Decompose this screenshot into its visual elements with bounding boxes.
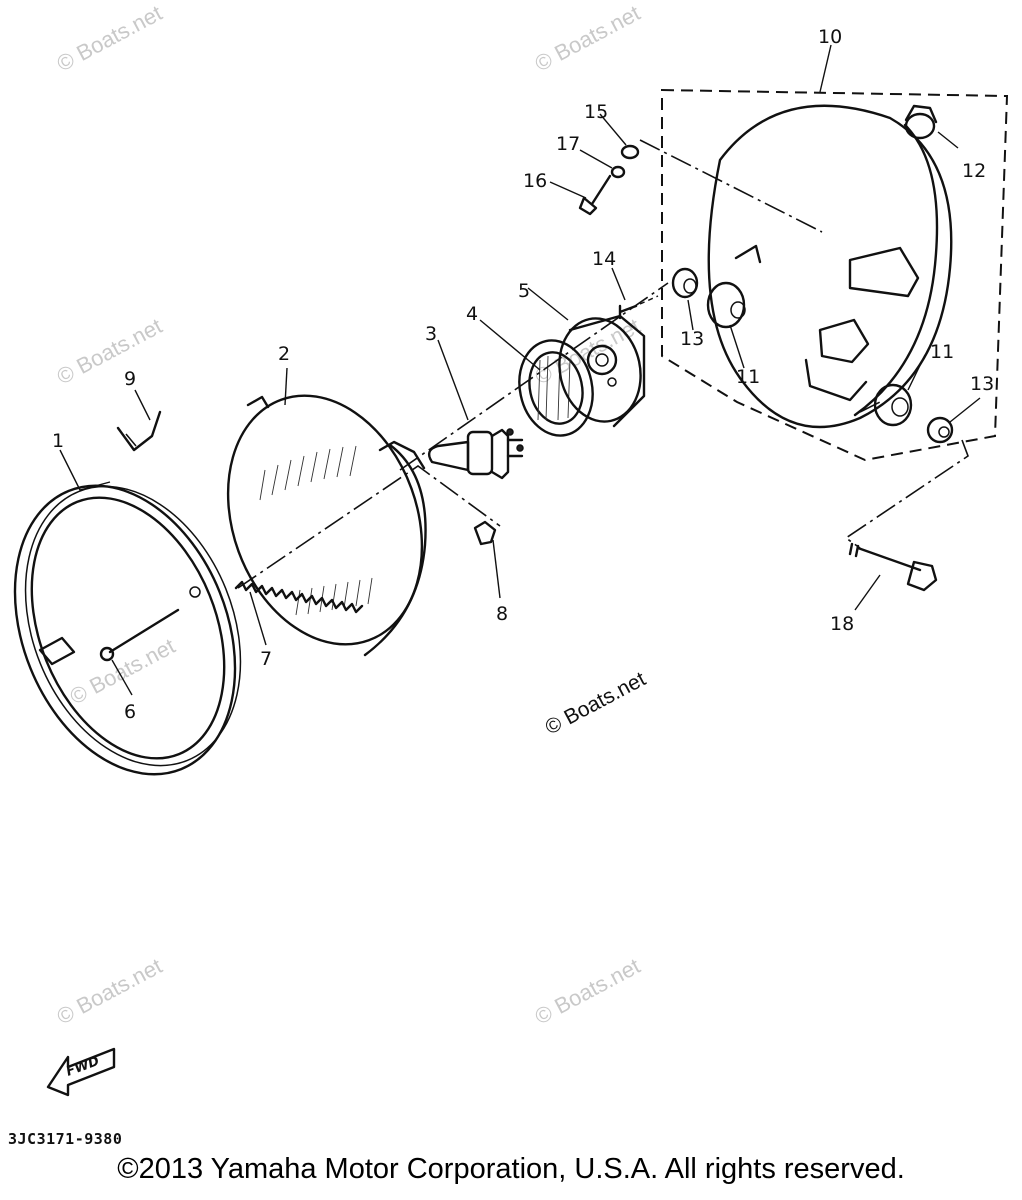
part-8-nut bbox=[473, 520, 497, 546]
part-3-bulb bbox=[427, 428, 524, 480]
callout-12: 12 bbox=[962, 160, 986, 182]
callout-11: 11 bbox=[930, 341, 954, 363]
callout-8: 8 bbox=[496, 603, 508, 625]
callout-6: 6 bbox=[124, 701, 136, 723]
part-17-washer bbox=[610, 165, 626, 179]
part-13-collar bbox=[926, 416, 954, 444]
callout-17: 17 bbox=[556, 133, 580, 155]
copyright-notice: ©2013 Yamaha Motor Corporation, U.S.A. A… bbox=[117, 1153, 905, 1185]
part-14-screw bbox=[618, 295, 659, 320]
callout-14: 14 bbox=[592, 248, 616, 270]
callout-9: 9 bbox=[124, 368, 136, 390]
part-15-washer bbox=[620, 144, 640, 160]
watermark: © Boats.net bbox=[53, 0, 167, 76]
callout-13: 13 bbox=[680, 328, 704, 350]
part-2-lens-unit bbox=[226, 394, 427, 657]
callout-leaders bbox=[59, 44, 981, 696]
callout-16: 16 bbox=[523, 170, 547, 192]
callout-10: 10 bbox=[818, 26, 842, 48]
diagram-code: 3JC3171-9380 bbox=[8, 1130, 123, 1148]
fwd-label: FWD bbox=[64, 1054, 101, 1080]
callout-numbers: 1 2 3 4 5 6 7 8 9 10 11 11 12 13 13 14 1… bbox=[52, 26, 994, 723]
part-4-socket-ring bbox=[518, 339, 594, 437]
watermark-center: © Boats.net bbox=[542, 667, 650, 739]
fwd-arrow-icon: FWD bbox=[46, 1047, 116, 1097]
part-1-rim bbox=[13, 484, 242, 776]
callout-13: 13 bbox=[970, 373, 994, 395]
callout-11: 11 bbox=[736, 366, 760, 388]
part-18-bolt bbox=[848, 542, 938, 592]
part-9-clip bbox=[116, 410, 162, 452]
part-5-socket-cover bbox=[558, 314, 646, 428]
callout-1: 1 bbox=[52, 430, 64, 452]
callout-7: 7 bbox=[260, 648, 272, 670]
callout-15: 15 bbox=[584, 101, 608, 123]
part-12-grommet bbox=[904, 104, 938, 140]
callout-5: 5 bbox=[518, 280, 530, 302]
part-6-screw bbox=[99, 608, 180, 662]
part-11-grommet bbox=[706, 281, 746, 329]
watermark: © Boats.net bbox=[531, 0, 645, 76]
callout-2: 2 bbox=[278, 343, 290, 365]
assembly-center-lines bbox=[237, 139, 969, 589]
callout-3: 3 bbox=[425, 323, 437, 345]
watermark: © Boats.net bbox=[531, 953, 645, 1029]
callout-4: 4 bbox=[466, 303, 478, 325]
callout-18: 18 bbox=[830, 613, 854, 635]
part-7-spring bbox=[234, 580, 364, 614]
part-16-bolt bbox=[578, 174, 612, 216]
watermark: © Boats.net bbox=[53, 313, 167, 389]
part-13-collar bbox=[671, 267, 699, 299]
watermark: © Boats.net bbox=[53, 953, 167, 1029]
